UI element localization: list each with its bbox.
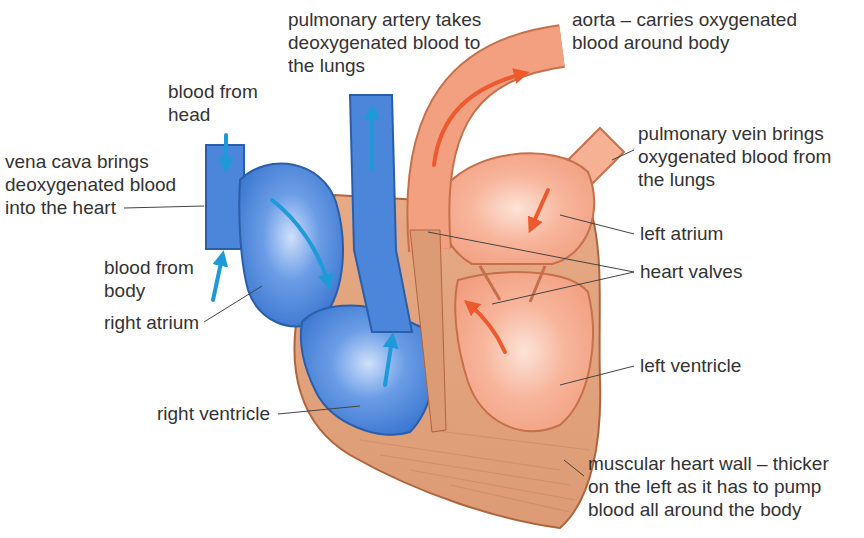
illustration-part xyxy=(450,485,570,512)
part-label: right ventricle xyxy=(157,402,270,425)
illustration-part xyxy=(380,455,570,485)
left-ventricle-shape xyxy=(455,272,593,431)
leader-line xyxy=(492,272,634,304)
flow-arrow xyxy=(470,305,505,352)
aorta-outline xyxy=(428,46,562,250)
illustration-part xyxy=(124,150,634,476)
flow-arrow xyxy=(224,135,228,165)
right-atrium-shape xyxy=(239,164,343,327)
right-ventricle-shape xyxy=(301,305,436,434)
part-label: left ventricle xyxy=(640,354,741,377)
leader-line xyxy=(560,215,634,234)
illustration-part xyxy=(360,440,560,470)
leader-line xyxy=(124,206,204,208)
septum xyxy=(410,230,446,432)
part-label: blood from head xyxy=(168,80,278,126)
illustration-part xyxy=(410,470,575,500)
illustration-part xyxy=(213,74,548,385)
wall-texture xyxy=(360,430,590,512)
part-label: heart valves xyxy=(640,260,742,283)
leader-line xyxy=(204,286,262,322)
part-label: vena cava brings deoxygenated blood into… xyxy=(5,150,195,219)
part-label: aorta – carries oxygenated blood around … xyxy=(572,8,812,54)
left-atrium-shape xyxy=(439,153,594,264)
leader-line xyxy=(428,232,634,272)
aorta xyxy=(428,46,562,250)
pulmonary-artery xyxy=(350,95,412,332)
part-label: left atrium xyxy=(640,222,723,245)
leader-line xyxy=(560,366,634,385)
valve-flap xyxy=(480,266,545,302)
part-label: muscular heart wall – thicker on the lef… xyxy=(588,452,843,521)
leader-line xyxy=(278,406,360,414)
part-label: blood from body xyxy=(104,256,214,302)
flow-arrow xyxy=(272,200,328,282)
part-label: pulmonary artery takes deoxygenated bloo… xyxy=(288,8,488,77)
flow-arrow xyxy=(370,112,374,170)
leader-line xyxy=(564,460,584,476)
illustration-part xyxy=(430,430,590,450)
part-label: right atrium xyxy=(104,311,199,334)
flow-arrow xyxy=(213,258,222,300)
flow-arrow xyxy=(532,190,548,226)
part-label: pulmonary vein brings oxygenated blood f… xyxy=(638,122,843,191)
leader-line xyxy=(612,150,634,160)
flow-arrow xyxy=(385,340,392,385)
flow-arrow xyxy=(434,74,522,165)
